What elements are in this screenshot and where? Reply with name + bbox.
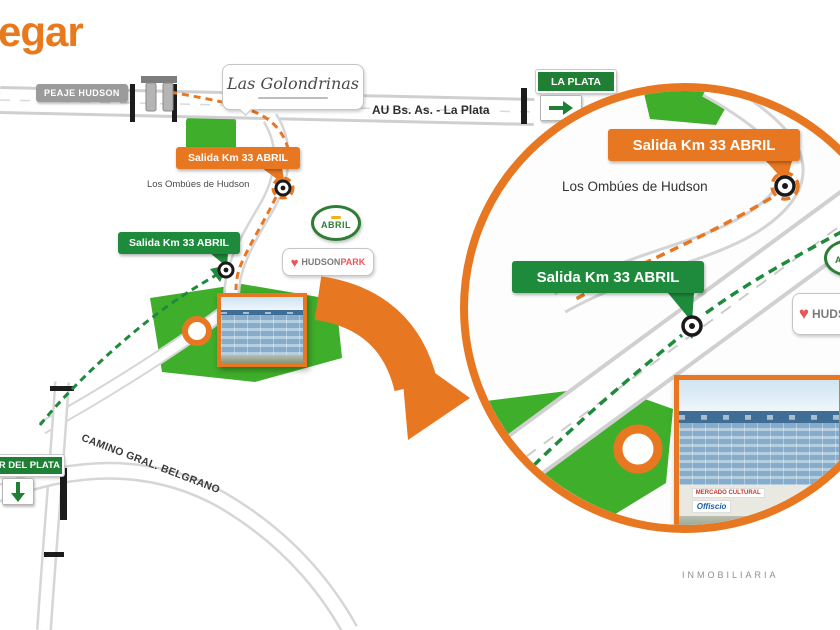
mercado-cultural-sign: MERCADO CULTURAL — [691, 487, 765, 498]
zoom-location-ring — [613, 424, 663, 474]
down-arrow-icon — [11, 481, 25, 502]
zoom-abril-logo: ABRIL — [824, 239, 840, 277]
photo-roof — [221, 310, 303, 316]
abril-logo: ABRIL — [311, 205, 361, 241]
photo-glass-facade — [221, 315, 303, 356]
zoom-exit-km33-sign-orange: Salida Km 33 ABRIL — [608, 129, 800, 161]
zoom-photo-glass-facade — [679, 423, 839, 485]
zoom-hudson-park-word1: HUDSON — [811, 307, 840, 321]
zoom-exit-marker-green — [681, 315, 703, 337]
highway-label: AU Bs. As. - La Plata — [372, 103, 490, 117]
right-arrow-icon — [549, 101, 573, 115]
las-golondrinas-tagline-rule — [258, 96, 328, 99]
mar-del-plata-arrow-box — [2, 478, 34, 505]
watermark-text: INMOBILIARIA — [682, 570, 779, 580]
zoom-photo-roof — [679, 410, 839, 424]
toll-booth-icon — [141, 76, 177, 112]
la-plata-sign: LA PLATA — [536, 70, 616, 93]
zoom-inset-circle: Salida Km 33 ABRIL Los Ombúes de Hudson … — [460, 83, 840, 533]
road-marks — [44, 84, 527, 557]
abril-label: ABRIL — [321, 220, 351, 230]
vertical-road — [36, 381, 70, 630]
peaje-hudson-sign: PEAJE HUDSON — [36, 84, 128, 102]
photo-sky — [221, 297, 303, 311]
building-photo-small — [217, 293, 307, 367]
exit-km33-sign-green: Salida Km 33 ABRIL — [118, 232, 240, 254]
building-photo-large: MERCADO CULTURAL Offiscio — [674, 375, 840, 525]
abril-leaf-icon — [331, 216, 341, 219]
exit-marker-orange — [274, 179, 292, 197]
exit-marker-green — [217, 261, 235, 279]
location-ring — [182, 316, 212, 346]
page-title: egar — [0, 8, 84, 55]
heart-icon: ♥ — [290, 254, 299, 270]
hudson-park-logo: ♥ HUDSON PARK — [282, 248, 374, 276]
hudson-park-word2: PARK — [340, 257, 366, 267]
zoom-hudson-park-logo: ♥ HUDSON PARK — [792, 293, 840, 335]
zoom-photo-ground — [679, 515, 839, 525]
zoom-abril-label: ABRIL — [835, 255, 840, 265]
las-golondrinas-logo: Las Golondrinas — [222, 64, 364, 116]
hudson-park-word1: HUDSON — [301, 257, 341, 267]
mar-del-plata-sign: MAR DEL PLATA — [0, 455, 64, 476]
zoom-ombues-label: Los Ombúes de Hudson — [562, 179, 708, 194]
zoom-green-sign-tail — [668, 293, 694, 322]
zoom-exit-marker-orange — [774, 175, 796, 197]
zoom-exit-km33-sign-green: Salida Km 33 ABRIL — [512, 261, 704, 293]
zoom-photo-sign-band: MERCADO CULTURAL Offiscio — [679, 484, 839, 516]
green-area-toll — [186, 116, 236, 152]
ombues-label: Los Ombúes de Hudson — [147, 179, 250, 190]
zoom-photo-sky — [679, 380, 839, 411]
offiscio-sign: Offiscio — [691, 499, 732, 513]
exit-km33-sign-orange: Salida Km 33 ABRIL — [176, 147, 300, 169]
zoom-heart-icon: ♥ — [798, 304, 809, 323]
photo-ground — [221, 355, 303, 363]
las-golondrinas-label: Las Golondrinas — [227, 73, 359, 93]
